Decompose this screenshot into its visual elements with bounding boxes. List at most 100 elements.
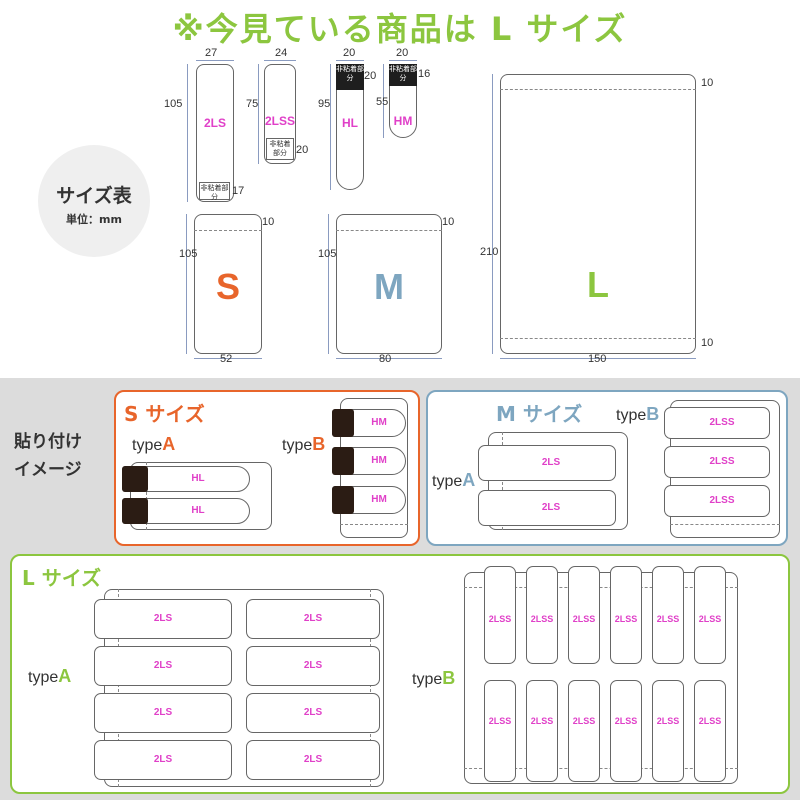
l-type-a-2ls-7 — [94, 740, 232, 780]
m-panel-title: M サイズ — [496, 402, 583, 426]
l-type-b-2lss-3 — [568, 566, 600, 664]
s-type-b-hm-1-label: HM — [371, 417, 387, 428]
tab-2ls-non-adhesive-tag: 非粘着部分 — [199, 182, 230, 201]
tab-hm-height: 55 — [376, 96, 389, 108]
l-type-b-2lss-7-label: 2LSS — [488, 716, 512, 726]
l-type-b-2lss-5 — [652, 566, 684, 664]
tab-2lss-width: 24 — [275, 47, 288, 59]
l-type-b-2lss-12-label: 2LSS — [698, 716, 722, 726]
tab-hl-width: 20 — [343, 47, 356, 59]
l-type-a-2ls-4 — [246, 646, 380, 686]
l-type-b-2lss-11-label: 2LSS — [656, 716, 680, 726]
m-type-a-2ls-2-label: 2LS — [541, 502, 561, 513]
s-type-b-hm-3-label: HM — [371, 494, 387, 505]
l-type-b-2lss-12 — [694, 680, 726, 782]
s-type-b-hm-2-label: HM — [371, 455, 387, 466]
headline: ※今見ている商品は L サイズ — [172, 10, 628, 48]
l-type-b-2lss-2-label: 2LSS — [530, 614, 554, 624]
l-type-a-2ls-3 — [94, 646, 232, 686]
sheet-l-height: 210 — [480, 246, 499, 258]
l-type-b-2lss-4-label: 2LSS — [614, 614, 638, 624]
l-panel-type-b: typeB — [412, 668, 456, 688]
m-type-b-2lss-3-label: 2LSS — [709, 495, 735, 506]
sheet-s-height: 105 — [179, 248, 198, 260]
l-type-a-2ls-7-label: 2LS — [153, 754, 173, 765]
s-panel-type-b: typeB — [282, 434, 326, 454]
m-type-a-2ls-2 — [478, 490, 616, 526]
tab-hl-height: 95 — [318, 98, 331, 110]
sheet-l-bottom: 10 — [701, 337, 714, 349]
l-type-a-2ls-8 — [246, 740, 380, 780]
sheet-m-height: 105 — [318, 248, 337, 260]
tab-2lss-height: 75 — [246, 98, 259, 110]
l-type-b-2lss-8 — [526, 680, 558, 782]
l-type-a-2ls-5 — [94, 693, 232, 733]
m-panel-type-b: typeB — [616, 404, 660, 424]
tab-2ls-width: 27 — [205, 47, 218, 59]
l-type-a-2ls-8-label: 2LS — [303, 754, 323, 765]
tab-hm-tag-height: 16 — [418, 68, 431, 80]
l-type-b-2lss-6 — [694, 566, 726, 664]
l-panel-type-a: typeA — [28, 666, 72, 686]
tab-hm-width: 20 — [396, 47, 409, 59]
sheet-s-letter: S — [215, 266, 240, 307]
m-type-a-2ls-1-label: 2LS — [541, 457, 561, 468]
size-table-unit: 単位：mm — [66, 213, 122, 226]
l-type-b-2lss-9 — [568, 680, 600, 782]
m-type-b-2lss-2 — [664, 446, 770, 478]
l-type-b-2lss-4 — [610, 566, 642, 664]
l-type-a-2ls-4-label: 2LS — [303, 660, 323, 671]
sheet-s-top: 10 — [262, 216, 275, 228]
l-panel-title: L サイズ — [22, 566, 102, 590]
sheet-m-letter: M — [374, 266, 404, 307]
sheet-l-top: 10 — [701, 77, 714, 89]
tab-hl-tag-height: 20 — [364, 70, 377, 82]
l-type-b-2lss-2 — [526, 566, 558, 664]
usage-heading: 貼り付け イメージ — [14, 428, 82, 484]
l-type-a-2ls-6 — [246, 693, 380, 733]
l-type-b-2lss-8-label: 2LSS — [530, 716, 554, 726]
m-panel-type-a: typeA — [432, 470, 476, 490]
l-type-a-2ls-5-label: 2LS — [153, 707, 173, 718]
sheet-m-top: 10 — [442, 216, 455, 228]
l-type-a-2ls-2 — [246, 599, 380, 639]
m-type-b-2lss-2-label: 2LSS — [709, 456, 735, 467]
tab-hl-label: HL — [342, 116, 358, 130]
l-type-b-2lss-5-label: 2LSS — [656, 614, 680, 624]
l-type-b-2lss-1-label: 2LSS — [488, 614, 512, 624]
s-type-a-hl-1-label: HL — [191, 473, 205, 484]
sheet-s-width: 52 — [220, 353, 233, 365]
tab-2ls-height: 105 — [164, 98, 183, 110]
m-type-a-2ls-1 — [478, 445, 616, 481]
l-type-b-2lss-6-label: 2LSS — [698, 614, 722, 624]
tab-2lss-tag-height: 20 — [296, 144, 309, 156]
l-type-b-2lss-3-label: 2LSS — [572, 614, 596, 624]
l-type-a-2ls-2-label: 2LS — [303, 613, 323, 624]
l-type-b-2lss-11 — [652, 680, 684, 782]
sheet-l-width: 150 — [588, 353, 607, 365]
l-type-a-2ls-1 — [94, 599, 232, 639]
tab-2lss-label: 2LSS — [264, 114, 295, 128]
m-type-b-2lss-3 — [664, 485, 770, 517]
tab-hl-non-adhesive-tag: 非粘着部分 — [336, 64, 364, 90]
l-type-a-2ls-6-label: 2LS — [303, 707, 323, 718]
tab-2lss-non-adhesive-tag: 非粘着部分 — [266, 138, 294, 160]
s-type-a-hl-2-label: HL — [191, 505, 205, 516]
l-type-b-2lss-1 — [484, 566, 516, 664]
sheet-m-width: 80 — [379, 353, 392, 365]
m-type-b-2lss-1-label: 2LSS — [709, 417, 735, 428]
s-panel-type-a: typeA — [132, 434, 176, 454]
tab-hm-label: HM — [393, 114, 413, 128]
tab-2ls-tag-height: 17 — [232, 185, 245, 197]
tab-2ls-label: 2LS — [203, 116, 226, 130]
l-type-b-2lss-10-label: 2LSS — [614, 716, 638, 726]
sheet-l-letter: L — [587, 264, 609, 305]
l-type-a-2ls-1-label: 2LS — [153, 613, 173, 624]
usage-heading-line1: 貼り付け — [14, 432, 82, 452]
l-type-b-2lss-10 — [610, 680, 642, 782]
l-type-a-2ls-3-label: 2LS — [153, 660, 173, 671]
m-type-b-2lss-1 — [664, 407, 770, 439]
s-panel-title: S サイズ — [124, 402, 205, 426]
size-table-badge: サイズ表 単位：mm — [38, 145, 150, 257]
l-type-b-2lss-7 — [484, 680, 516, 782]
